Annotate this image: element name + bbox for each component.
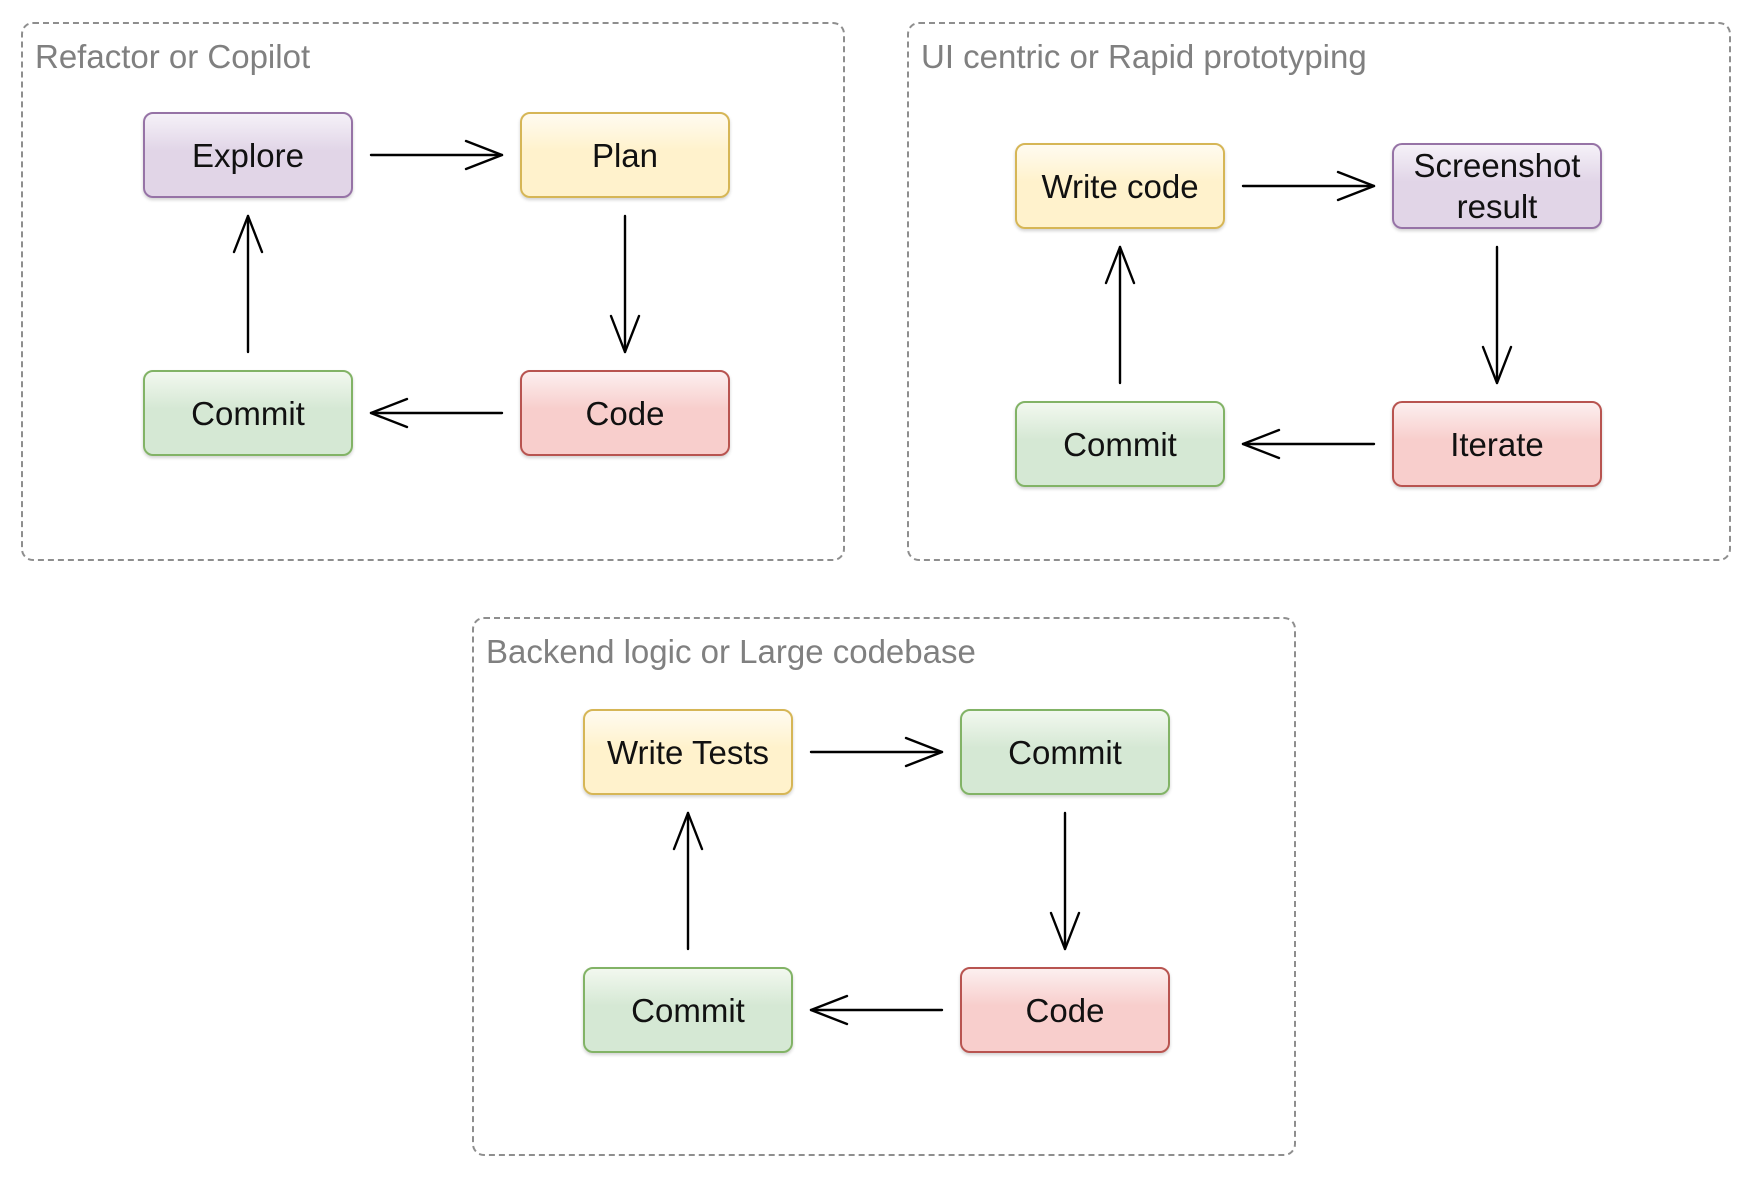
node-write-code[interactable]: Write code (1015, 143, 1225, 229)
edge-arrow (1241, 428, 1376, 460)
node-plan[interactable]: Plan (520, 112, 730, 198)
node-commit[interactable]: Commit (143, 370, 353, 456)
node-commit[interactable]: Commit (960, 709, 1170, 795)
node-write-tests[interactable]: Write Tests (583, 709, 793, 795)
edge-arrow (369, 139, 504, 171)
edge-arrow (809, 994, 944, 1026)
node-label: Screenshot result (1413, 147, 1581, 225)
arrowhead (232, 214, 264, 254)
node-commit[interactable]: Commit (583, 967, 793, 1053)
edge-arrow (1241, 170, 1376, 202)
edge-arrow (232, 214, 264, 354)
node-label: Plan (591, 136, 659, 174)
arrowhead (809, 994, 849, 1026)
arrowhead (609, 314, 641, 354)
node-explore[interactable]: Explore (143, 112, 353, 198)
node-label: Commit (1063, 425, 1177, 463)
node-label: Commit (191, 394, 305, 432)
node-label: Explore (192, 136, 304, 174)
edge-arrow (809, 736, 944, 768)
edge-arrow (1104, 245, 1136, 385)
node-code[interactable]: Code (520, 370, 730, 456)
node-iterate[interactable]: Iterate (1392, 401, 1602, 487)
node-commit[interactable]: Commit (1015, 401, 1225, 487)
arrowhead (1336, 170, 1376, 202)
edge-arrow (672, 811, 704, 951)
node-code[interactable]: Code (960, 967, 1170, 1053)
group-ui-centric-or-rapid-prototyping: UI centric or Rapid prototyping (907, 22, 1731, 561)
group-title: UI centric or Rapid prototyping (921, 38, 1367, 75)
arrowhead (1241, 428, 1281, 460)
arrowhead (1104, 245, 1136, 285)
edge-arrow (1049, 811, 1081, 951)
node-label: Code (585, 394, 665, 432)
edge-arrow (369, 397, 504, 429)
node-label: Write code (1041, 167, 1199, 205)
arrowhead (464, 139, 504, 171)
node-label: Code (1025, 991, 1105, 1029)
group-title: Backend logic or Large codebase (486, 633, 976, 670)
group-title: Refactor or Copilot (35, 38, 311, 75)
node-label: Iterate (1450, 425, 1544, 463)
group-backend-logic-or-large-codebase: Backend logic or Large codebase (472, 617, 1296, 1156)
arrowhead (1049, 911, 1081, 951)
edge-arrow (1481, 245, 1513, 385)
node-label: Commit (1008, 733, 1122, 771)
arrowhead (369, 397, 409, 429)
node-label: Write Tests (607, 733, 769, 771)
arrowhead (672, 811, 704, 851)
arrowhead (1481, 345, 1513, 385)
arrowhead (904, 736, 944, 768)
group-refactor-or-copilot: Refactor or Copilot (21, 22, 845, 561)
node-screenshot-result[interactable]: Screenshot result (1392, 143, 1602, 229)
node-label: Commit (631, 991, 745, 1029)
edge-arrow (609, 214, 641, 354)
